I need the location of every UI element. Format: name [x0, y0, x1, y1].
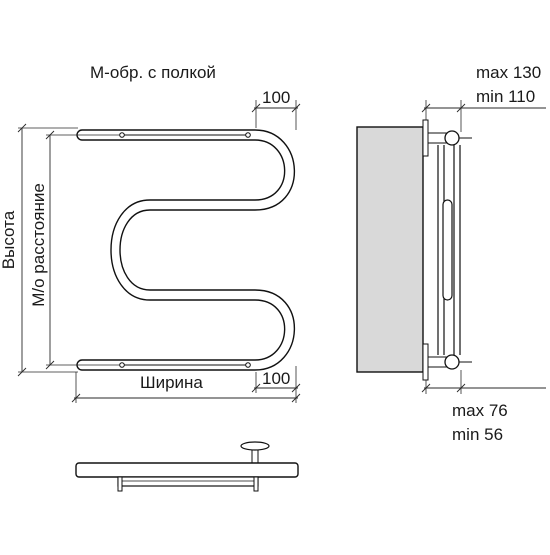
diagram-title: М-обр. с полкой	[90, 63, 216, 82]
rail-top-view	[117, 476, 259, 487]
front-view	[76, 129, 296, 371]
top-bar-plug	[119, 132, 125, 138]
wall-min-label: min 56	[452, 425, 503, 444]
serpentine-inner	[110, 139, 286, 361]
bottom-bar-plug-right	[245, 362, 251, 368]
center-distance-dimension: М/о расстояние	[29, 130, 120, 370]
depth-dimension: max 130 min 110	[421, 63, 546, 132]
rail-end-right	[253, 476, 259, 492]
connector-knob	[240, 441, 270, 451]
side-view	[356, 119, 472, 381]
height-label: Высота	[0, 210, 18, 269]
wall-max-label: max 76	[452, 401, 508, 420]
shelf-top-view	[75, 462, 299, 478]
shelf-side	[356, 126, 424, 373]
serpentine-outer	[119, 129, 296, 371]
wall-distance-dimension: max 76 min 56	[421, 370, 546, 444]
depth-min-label: min 110	[476, 87, 535, 106]
bottom-connector-end	[444, 354, 460, 370]
bracket-top	[422, 119, 429, 157]
bottom-bar-plug	[119, 362, 125, 368]
top-bar-plug-right	[245, 132, 251, 138]
depth-max-label: max 130	[476, 63, 541, 82]
top-offset-label: 100	[262, 88, 290, 107]
height-dimension: Высота	[0, 123, 78, 377]
rail-end-left	[117, 476, 123, 492]
bottom-offset-label: 100	[262, 369, 290, 388]
width-dimension: Ширина	[71, 372, 301, 403]
center-distance-label: М/о расстояние	[29, 183, 48, 307]
width-label: Ширина	[140, 373, 203, 392]
bracket-bottom	[422, 343, 429, 381]
top-offset-dimension: 100	[251, 88, 301, 130]
top-connector-end	[444, 130, 460, 146]
bottom-offset-dimension: 100	[251, 366, 301, 393]
side-tube-bend	[442, 199, 453, 301]
top-view	[75, 441, 299, 492]
